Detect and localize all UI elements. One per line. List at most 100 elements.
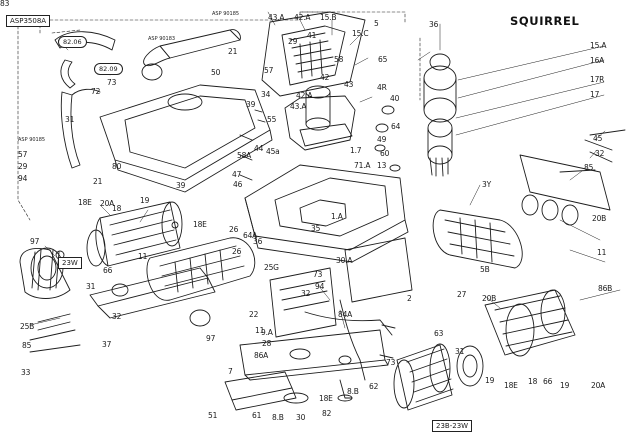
part-number-callout: 26 [232, 247, 242, 256]
part-number-callout: 15.B [320, 13, 337, 22]
part-number-callout: 43 [344, 80, 354, 89]
pill-callout: 82.06 [58, 36, 87, 48]
part-number-callout: 61 [252, 411, 262, 420]
part-number-callout: 44 [254, 144, 264, 153]
part-number-callout: 32 [112, 312, 122, 321]
part-number-callout: 21 [228, 47, 238, 56]
boxed-callout: 23W [58, 257, 82, 269]
part-number-callout: 85 [584, 163, 594, 172]
part-number-callout: 57 [264, 66, 274, 75]
part-number-callout: 45 [593, 134, 603, 143]
part-number-callout: 17R [590, 75, 605, 84]
part-number-callout: 39 [246, 100, 256, 109]
part-number-callout: 18 [112, 204, 122, 213]
part-number-callout: 58A [237, 151, 252, 160]
part-number-callout: 8.B [347, 387, 359, 396]
part-number-callout: 36 [253, 237, 263, 246]
part-number-callout: 80 [112, 162, 122, 171]
part-number-callout: 42 [320, 73, 330, 82]
part-number-callout: 32 [595, 149, 605, 158]
part-number-callout: 62 [369, 382, 379, 391]
part-number-callout: 94 [315, 282, 325, 291]
part-number-callout: 94 [18, 174, 28, 183]
part-number-callout: 27 [457, 290, 467, 299]
part-number-callout: 19 [485, 376, 495, 385]
part-number-callout: 22 [249, 310, 259, 319]
part-number-callout: 25B [20, 322, 35, 331]
part-number-callout: 85 [22, 341, 32, 350]
part-number-callout: 97 [30, 237, 40, 246]
part-number-callout: 42.A [294, 13, 311, 22]
part-number-callout: 4R [377, 83, 387, 92]
part-number-callout: 17 [590, 90, 600, 99]
part-number-callout: 35 [311, 224, 321, 233]
part-number-callout: 20B [592, 214, 607, 223]
part-number-callout: 15.A [590, 41, 607, 50]
boxed-callout: ASP3508A [6, 15, 51, 27]
part-number-note: ASP 90183 [148, 36, 176, 42]
part-number-callout: 71.A [354, 161, 371, 170]
part-number-note: ASP 90185 [212, 11, 240, 17]
part-number-callout: 3Y [482, 180, 491, 189]
part-number-callout: 9.A [261, 328, 273, 337]
part-number-callout: 25G [264, 263, 279, 272]
part-number-callout: 15.C [352, 29, 369, 38]
part-number-callout: 28 [262, 339, 272, 348]
part-number-callout: 51 [208, 411, 218, 420]
part-number-callout: 41 [307, 31, 317, 40]
part-number-callout: 64 [391, 122, 401, 131]
part-number-callout: 50 [211, 68, 221, 77]
part-number-callout: 11 [255, 326, 265, 335]
part-number-callout: 83 [0, 0, 10, 8]
boxed-callout: 23B-23W [432, 420, 473, 432]
part-number-callout: 26 [229, 225, 239, 234]
part-number-callout: 36 [429, 20, 439, 29]
part-number-callout: 86B [598, 284, 613, 293]
part-number-callout: 33 [21, 368, 31, 377]
part-number-callout: 8.B [272, 413, 284, 422]
part-number-callout: 97 [206, 334, 216, 343]
part-number-callout: 66 [543, 377, 553, 386]
part-number-callout: 32 [301, 289, 311, 298]
part-number-callout: 18E [319, 394, 333, 403]
part-number-callout: 30.A [336, 256, 353, 265]
part-number-callout: 31 [455, 347, 465, 356]
part-number-callout: 29 [18, 162, 28, 171]
part-number-callout: 73 [386, 358, 396, 367]
diagram-title: SQUIRREL [510, 14, 580, 28]
part-number-callout: 19 [560, 381, 570, 390]
part-number-callout: 20A [591, 381, 606, 390]
part-number-callout: 73 [313, 270, 323, 279]
part-number-callout: 55 [267, 115, 277, 124]
part-number-callout: 49 [377, 135, 387, 144]
part-number-callout: 30 [296, 413, 306, 422]
part-number-callout: 13 [377, 161, 387, 170]
part-number-callout: 1.A [331, 212, 343, 221]
part-number-note: ASP 90185 [18, 137, 46, 143]
part-number-callout: 11 [597, 248, 607, 257]
part-number-callout: 63 [434, 329, 444, 338]
part-number-callout: 5 [374, 19, 379, 28]
part-number-callout: 60 [380, 149, 390, 158]
part-number-callout: 42.A [296, 91, 313, 100]
part-number-callout: 16A [590, 56, 605, 65]
part-number-callout: 86A [254, 351, 269, 360]
part-number-callout: 45a [266, 147, 280, 156]
part-number-callout: 5B [480, 265, 490, 274]
part-number-callout: 43.A [290, 102, 307, 111]
part-number-callout: 20A [100, 199, 115, 208]
part-number-callout: 18E [504, 381, 518, 390]
part-number-callout: 1.7 [350, 146, 362, 155]
part-number-callout: 34 [261, 90, 271, 99]
part-number-callout: 19 [140, 196, 150, 205]
part-number-callout: 73 [107, 78, 117, 87]
part-number-callout: 39 [176, 181, 186, 190]
part-number-callout: 40 [390, 94, 400, 103]
part-number-callout: 20B [482, 294, 497, 303]
pill-callout: 82.09 [94, 63, 123, 75]
part-number-callout: 65 [378, 55, 388, 64]
part-number-callout: 72 [91, 87, 101, 96]
part-number-callout: 18E [193, 220, 207, 229]
